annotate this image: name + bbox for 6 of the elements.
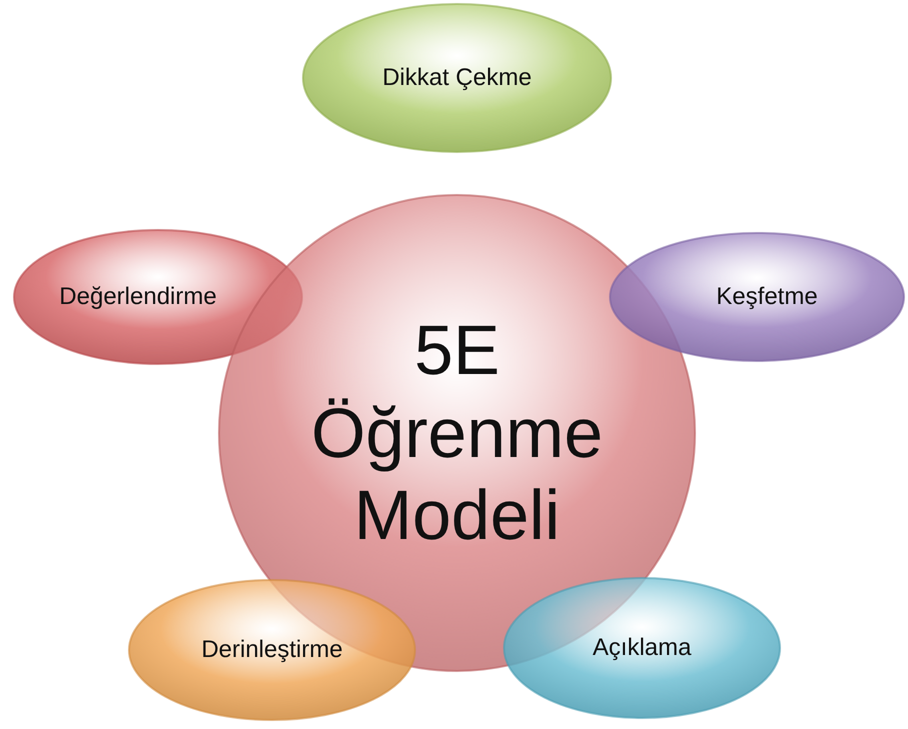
stage-label: Değerlendirme (59, 282, 217, 312)
stage-label: Dikkat Çekme (382, 64, 532, 92)
stage-label: Açıklama (592, 634, 692, 662)
stage-label: Keşfetme (716, 282, 818, 312)
stage-label: Derinleştirme (201, 636, 343, 664)
center-title: 5E Öğrenme Modeli (310, 310, 604, 556)
